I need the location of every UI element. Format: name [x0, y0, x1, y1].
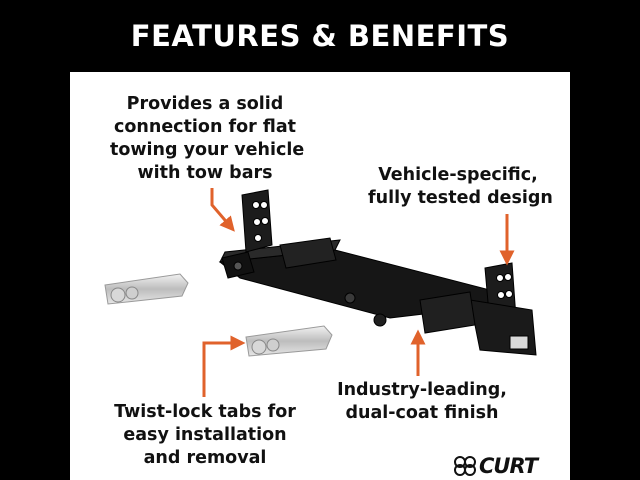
header-banner: FEATURES & BENEFITS: [70, 0, 570, 72]
feature-panel: FEATURES & BENEFITS: [70, 0, 570, 480]
callout-finish: Industry-leading, dual-coat finish: [337, 380, 507, 423]
curt-logo-icon: [454, 456, 476, 476]
callout-vehicle-specific: Vehicle-specific, fully tested design: [368, 165, 553, 208]
brand-name: CURT: [479, 454, 538, 478]
callout-twist-lock-tabs: Twist-lock tabs for easy installation an…: [114, 402, 296, 468]
twist-lock-tab-right: [245, 325, 333, 357]
page-title: FEATURES & BENEFITS: [130, 19, 510, 53]
product-illustration: [104, 188, 537, 397]
arrow-icon: [210, 188, 235, 232]
callout-tow-connection: Provides a solid connection for flat tow…: [110, 94, 305, 183]
twist-lock-tab-left: [104, 273, 189, 305]
arrow-icon: [202, 335, 246, 397]
brand-logo: CURT: [454, 454, 538, 478]
baseplate-bracket: [218, 189, 537, 356]
